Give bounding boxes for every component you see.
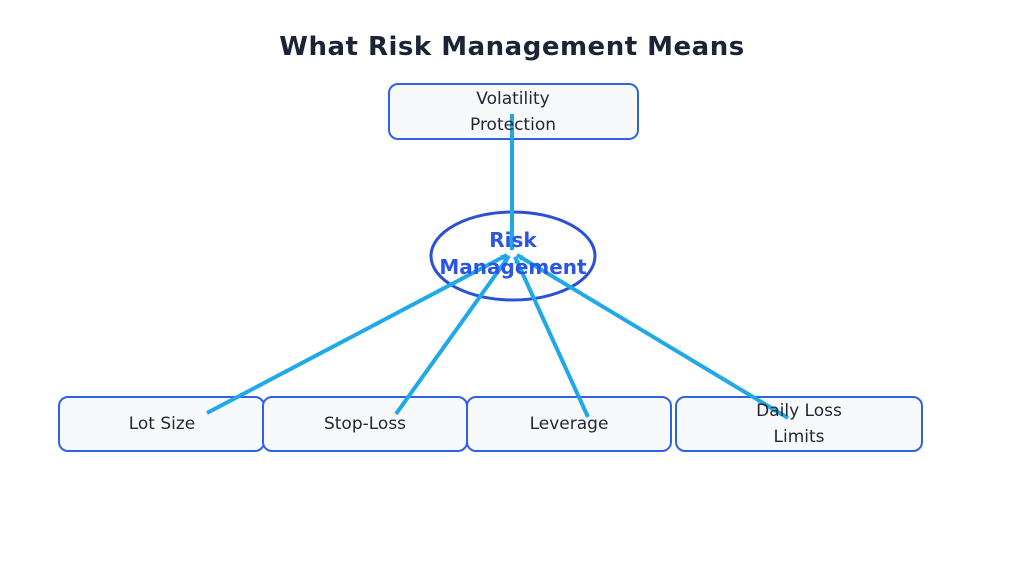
node-label-stop-loss: Stop-Loss [323,414,407,434]
label-line: Protection [469,115,557,135]
label-line: Daily Loss [756,401,842,421]
node-label-lot-size: Lot Size [128,414,196,434]
node-label-risk-management: Risk Management [439,227,586,281]
node-label-daily-loss-limits: Daily Loss Limits [756,398,842,450]
node-label-leverage: Leverage [529,414,609,434]
node-label-volatility-protection: Volatility Protection [470,86,556,138]
label-line: Management [439,255,587,279]
connector-leverage-to-center [513,256,590,418]
diagram-title: What Risk Management Means [279,32,745,62]
label-line: Limits [773,427,825,447]
label-line: Volatility [476,89,550,109]
label-line: Risk [489,228,537,252]
